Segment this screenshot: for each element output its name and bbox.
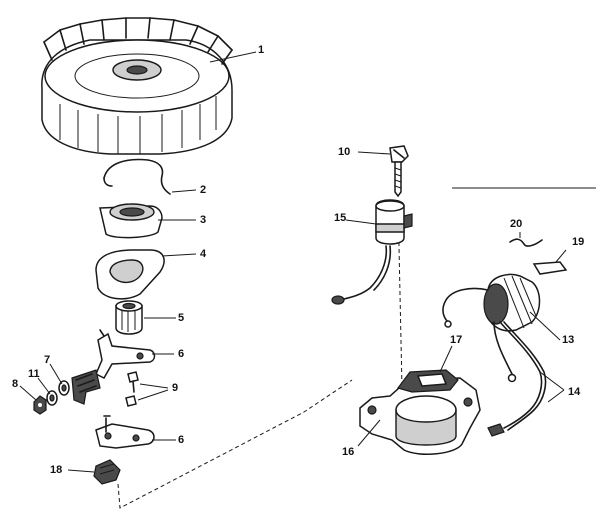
label-part-20: 20	[510, 218, 523, 230]
part-19-plate	[532, 249, 568, 275]
part-2-spring-clip	[103, 158, 197, 195]
label-part-14: 14	[568, 386, 581, 398]
part-7-washer	[49, 363, 70, 396]
label-part-6-upper: 6	[178, 348, 185, 360]
part-5-bushing	[115, 300, 176, 335]
label-part-17: 17	[450, 334, 463, 346]
label-part-7: 7	[44, 354, 51, 366]
part-16-housing	[357, 377, 481, 455]
part-6-breaker-arm-upper	[95, 329, 174, 379]
part-1-flywheel	[41, 17, 257, 155]
label-part-3: 3	[200, 214, 207, 226]
label-part-9: 9	[172, 382, 179, 394]
breaker-bracket	[71, 369, 101, 405]
label-part-4: 4	[200, 248, 207, 260]
part-15-condenser	[331, 199, 413, 305]
alignment-line-left	[117, 379, 353, 509]
part-9-screws	[125, 371, 169, 407]
part-20-spring-wire	[509, 232, 543, 247]
label-part-13: 13	[562, 334, 575, 346]
part-8-nut	[19, 385, 47, 415]
label-part-15: 15	[334, 212, 347, 224]
label-part-16: 16	[342, 446, 355, 458]
part-6-breaker-plate-lower	[95, 415, 176, 449]
label-part-1: 1	[258, 44, 265, 56]
part-3-ring	[99, 203, 196, 239]
part-18-block	[67, 459, 121, 485]
part-10-screw	[357, 145, 409, 198]
label-part-18: 18	[50, 464, 63, 476]
label-part-6-lower: 6	[178, 434, 185, 446]
part-13-coil	[442, 273, 561, 383]
part-14-lead-wire	[487, 321, 565, 437]
part-4-gasket	[95, 249, 197, 300]
label-part-5: 5	[178, 312, 185, 324]
label-part-8: 8	[12, 378, 19, 390]
part-11-washer	[37, 377, 58, 406]
part-17-clamp	[396, 345, 459, 393]
label-part-10: 10	[338, 146, 351, 158]
label-part-19: 19	[572, 236, 585, 248]
label-part-11: 11	[28, 368, 40, 380]
label-part-2: 2	[200, 184, 207, 196]
